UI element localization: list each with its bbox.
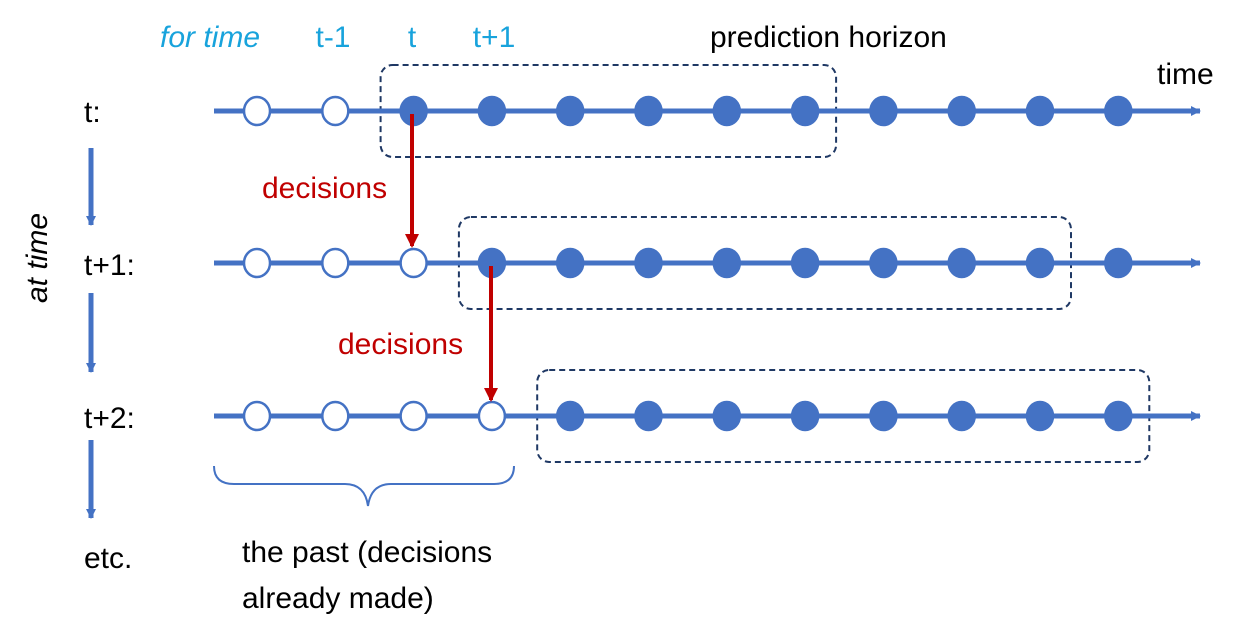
past-node-2-1 [242,247,272,279]
future-node-2-6 [634,247,663,279]
time-label-t: t [408,21,417,54]
future-node-3-12 [1104,400,1133,432]
past-node-2-2 [321,247,350,279]
future-node-1-8 [790,95,820,127]
future-node-2-5 [555,247,585,279]
past-node-3-2 [321,400,350,432]
row-label-t: t: [84,96,101,129]
time-label-t-minus-1: t-1 [315,21,350,54]
prediction-horizon-label: prediction horizon [710,21,947,54]
past-node-3-4 [477,400,507,432]
past-node-1-2 [321,95,350,127]
row-label-etc: etc. [84,542,132,575]
future-node-3-11 [1025,400,1055,432]
past-label-line2: already made) [242,582,434,615]
row-label-t-plus-1: t+1: [84,249,135,282]
at-time-label: at time [21,213,54,303]
time-label-t-plus-1: t+1 [473,21,516,54]
future-node-1-11 [1025,95,1055,127]
past-node-1-1 [242,95,272,127]
future-node-2-11 [1025,247,1055,279]
future-node-1-10 [947,95,976,127]
past-node-3-3 [399,400,428,432]
future-node-3-8 [790,400,820,432]
future-node-1-9 [869,95,898,127]
past-node-3-1 [242,400,272,432]
future-node-3-10 [947,400,976,432]
future-node-1-7 [712,95,742,127]
future-node-1-5 [555,95,585,127]
future-node-2-10 [947,247,976,279]
row-label-t-plus-2: t+2: [84,402,135,435]
future-node-3-5 [555,400,585,432]
future-node-2-9 [869,247,898,279]
past-label-line1: the past (decisions [242,536,492,569]
past-node-2-3 [399,247,428,279]
past-brace [213,465,515,507]
timelines [214,64,1201,463]
future-node-3-9 [869,400,898,432]
future-node-2-7 [712,247,742,279]
future-node-2-8 [790,247,820,279]
decisions-label-2: decisions [338,328,463,361]
decisions-label-1: decisions [262,172,387,205]
future-node-1-12 [1104,95,1133,127]
for-time-label: for time [160,21,260,54]
future-node-1-4 [477,95,507,127]
future-node-2-12 [1104,247,1133,279]
time-axis-label: time [1157,58,1214,91]
future-node-3-7 [712,400,742,432]
future-node-3-6 [634,400,663,432]
future-node-1-6 [634,95,663,127]
